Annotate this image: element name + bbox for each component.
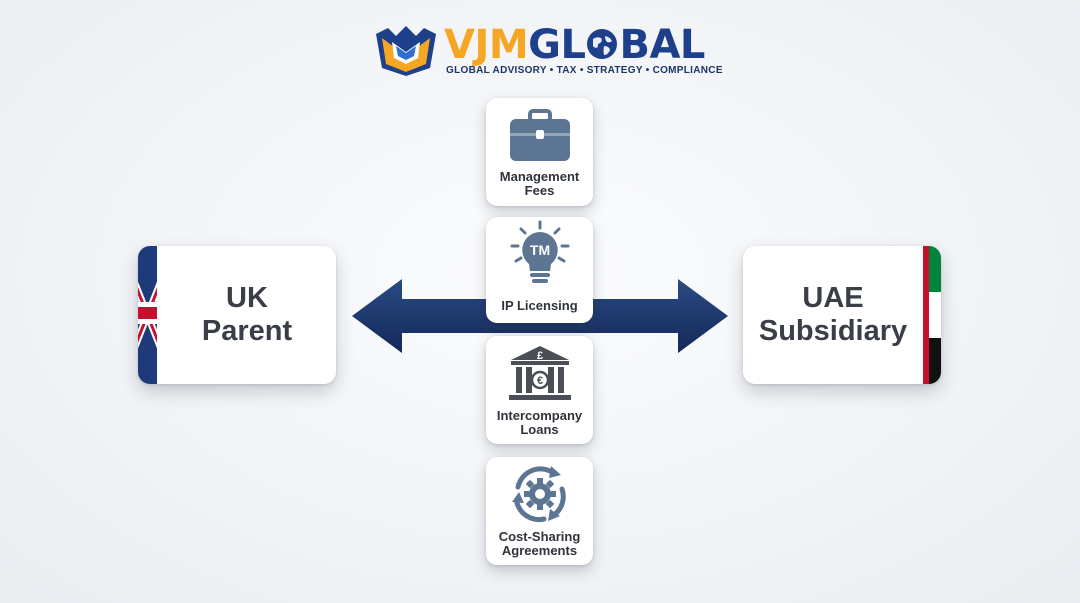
- uae-flag-icon: [923, 246, 941, 384]
- uk-parent-label-line2: Parent: [201, 315, 293, 347]
- management-fees-label-line2: Fees: [524, 183, 555, 198]
- uk-parent-label: UK Parent: [168, 282, 326, 348]
- management-fees-label-line1: Management: [499, 169, 580, 184]
- svg-text:£: £: [536, 350, 542, 362]
- svg-text:€: €: [536, 375, 542, 387]
- uk-flag-icon: [138, 246, 157, 384]
- briefcase-icon: [509, 109, 570, 161]
- uae-subsidiary-label-line2: Subsidiary: [758, 315, 908, 347]
- uae-subsidiary-box: UAE Subsidiary: [743, 246, 941, 384]
- uk-parent-label-line1: UK: [226, 282, 268, 314]
- lightbulb-tm-icon: TM: [510, 220, 569, 283]
- brand-logo: VJMGL BAL GLOBAL ADVISORY • TAX • STRATE…: [374, 22, 723, 80]
- intercompany-loans-card: £ € Intercompany Loans: [486, 336, 593, 444]
- uae-subsidiary-label: UAE Subsidiary: [751, 282, 915, 348]
- intercompany-loans-label-line2: Loans: [520, 422, 559, 437]
- gear-cycle-icon: [511, 466, 566, 523]
- cost-sharing-label-line2: Agreements: [501, 543, 578, 558]
- brand-name-part2-pre: GL: [528, 22, 586, 68]
- cost-sharing-label-line1: Cost-Sharing: [498, 529, 581, 544]
- logo-mark-icon: [376, 26, 436, 76]
- brand-name-part1: VJM: [444, 22, 529, 68]
- ip-licensing-card: TM IP Licensing: [486, 217, 593, 323]
- uae-subsidiary-label-line1: UAE: [802, 282, 864, 314]
- cost-sharing-card: Cost-Sharing Agreements: [486, 457, 593, 565]
- bank-icon: £ €: [508, 346, 571, 400]
- tm-text: TM: [529, 242, 549, 258]
- brand-name: VJMGL BAL: [444, 22, 705, 68]
- globe-icon: [587, 29, 618, 59]
- intercompany-loans-label-line1: Intercompany: [496, 408, 583, 423]
- uk-parent-box: UK Parent: [138, 246, 336, 384]
- ip-licensing-label: IP Licensing: [501, 298, 578, 313]
- brand-tagline: GLOBAL ADVISORY • TAX • STRATEGY • COMPL…: [446, 65, 723, 76]
- brand-name-part2-post: BAL: [619, 22, 705, 68]
- management-fees-card: Management Fees: [486, 98, 593, 206]
